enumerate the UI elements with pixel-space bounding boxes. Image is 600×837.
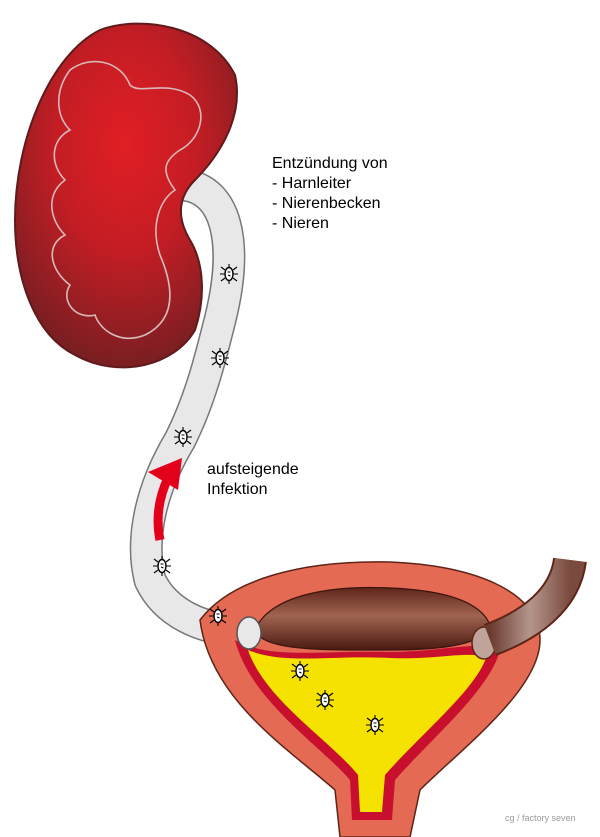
- right-ureter: [483, 556, 587, 656]
- inflammation-item-renal-pelvis: - Nierenbecken: [272, 195, 381, 212]
- inflammation-title: Entzündung von: [272, 155, 388, 172]
- infection-label: aufsteigende Infektion: [207, 460, 299, 500]
- inflammation-label: Entzündung von - Harnleiter - Nierenbeck…: [272, 154, 388, 234]
- credit-text: cg / factory seven: [505, 813, 576, 823]
- bladder: [199, 561, 541, 837]
- kidney: [13, 22, 238, 369]
- inflammation-item-ureter: - Harnleiter: [272, 175, 352, 192]
- inflammation-item-kidneys: - Nieren: [272, 215, 329, 232]
- up-arrow-icon: [148, 458, 182, 541]
- infection-line1: aufsteigende: [207, 461, 299, 478]
- infection-line2: Infektion: [207, 481, 268, 498]
